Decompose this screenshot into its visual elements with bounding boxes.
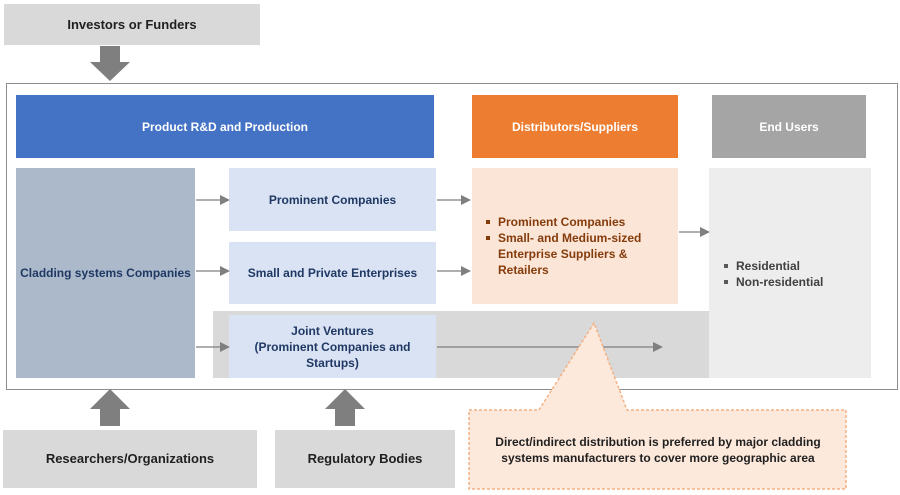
value-chain-frame: [6, 83, 898, 390]
end-user-item: Non-residential: [724, 274, 864, 290]
end-user-item: Residential: [724, 258, 864, 274]
researchers-label: Researchers/Organizations: [45, 451, 215, 466]
end-users-panel: [709, 168, 871, 378]
note-text-box: Direct/indirect distribution is preferre…: [485, 420, 831, 480]
investors-label: Investors or Funders: [67, 16, 197, 32]
regulatory-box: Regulatory Bodies: [275, 430, 455, 488]
investors-box: Investors or Funders: [4, 4, 260, 45]
researchers-up-arrow: [90, 389, 130, 426]
rd-header: Product R&D and Production: [16, 95, 434, 158]
rd-header-label: Product R&D and Production: [142, 119, 308, 134]
cladding-companies-label: Cladding systems Companies: [20, 266, 191, 280]
joint-ventures-label: Joint Ventures (Prominent Companies and …: [254, 323, 411, 370]
distributor-item: Prominent Companies: [486, 214, 678, 230]
regulatory-up-arrow: [325, 389, 365, 426]
distributor-list: Prominent Companies Small- and Medium-si…: [486, 214, 678, 278]
prominent-companies-box: Prominent Companies: [229, 168, 436, 231]
regulatory-label: Regulatory Bodies: [307, 451, 423, 466]
end-users-list-wrap: Residential Non-residential: [724, 258, 864, 290]
joint-ventures-box: Joint Ventures (Prominent Companies and …: [229, 315, 436, 378]
prominent-companies-label: Prominent Companies: [268, 192, 397, 207]
small-private-label: Small and Private Enterprises: [247, 266, 418, 280]
end-users-header-label: End Users: [759, 119, 819, 134]
distributor-item: Small- and Medium-sized Enterprise Suppl…: [486, 230, 678, 278]
cladding-companies-box: Cladding systems Companies: [16, 168, 195, 378]
distributors-header-label: Distributors/Suppliers: [511, 119, 639, 134]
investors-down-arrow: [90, 46, 130, 81]
small-private-box: Small and Private Enterprises: [229, 242, 436, 304]
researchers-box: Researchers/Organizations: [3, 430, 257, 488]
distributors-header: Distributors/Suppliers: [472, 95, 678, 158]
end-user-list: Residential Non-residential: [724, 258, 864, 290]
distributors-box: Prominent Companies Small- and Medium-si…: [472, 168, 678, 304]
note-text: Direct/indirect distribution is preferre…: [495, 435, 821, 465]
note-callout: [468, 321, 847, 490]
end-users-header: End Users: [712, 95, 866, 158]
